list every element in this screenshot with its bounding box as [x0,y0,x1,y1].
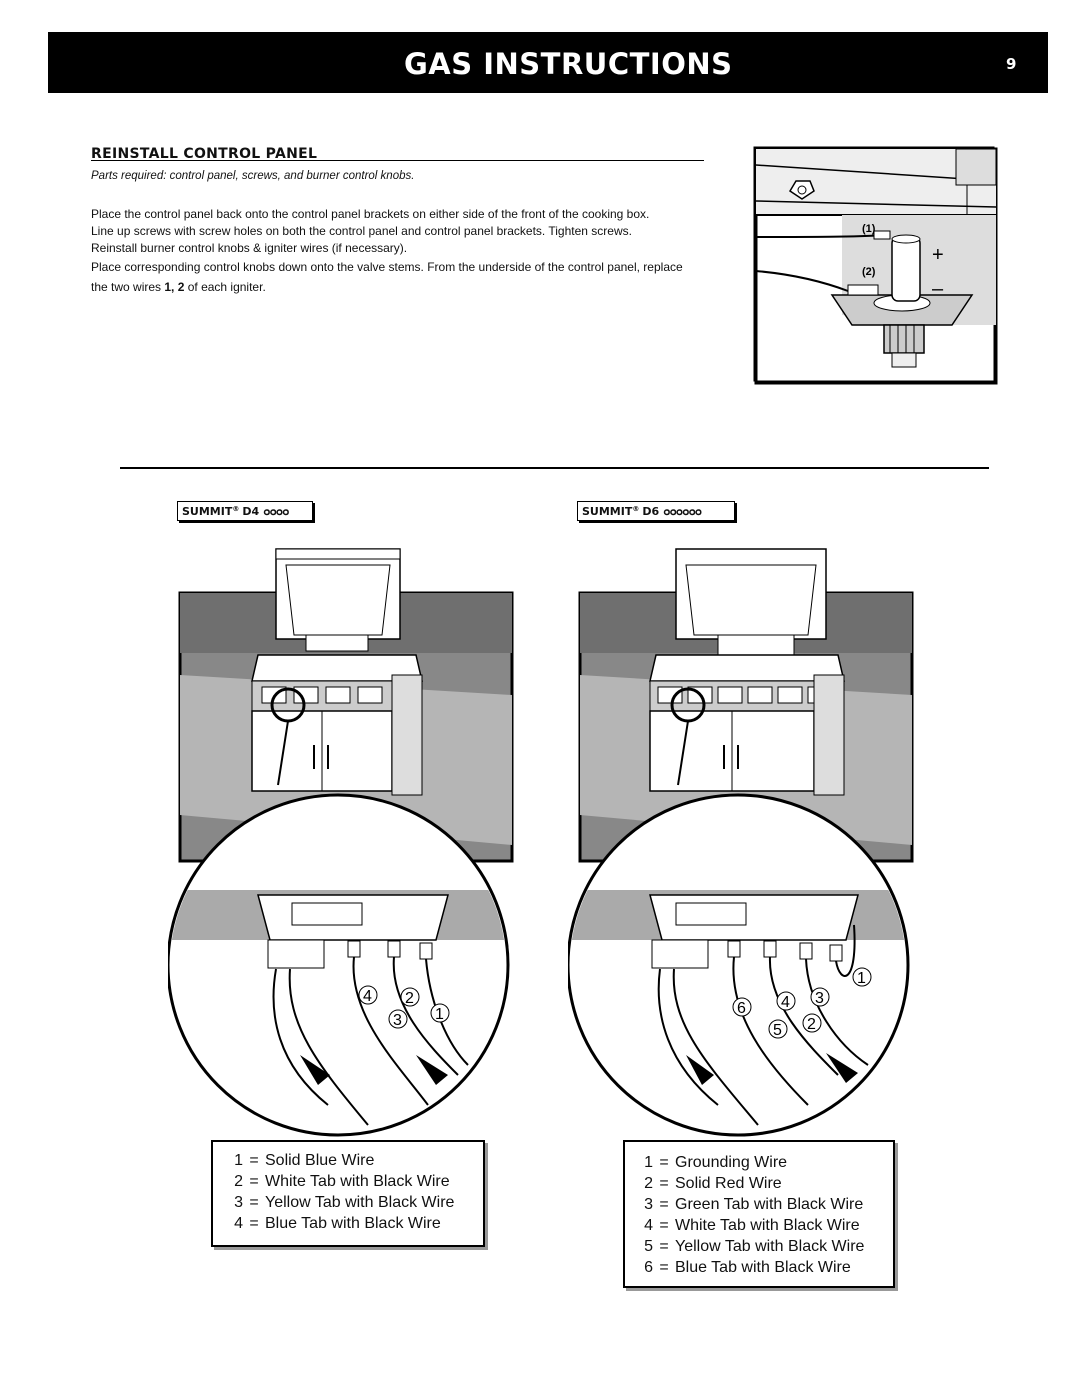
legend-text: Grounding Wire [675,1154,788,1171]
legend-text: White Tab with Black Wire [675,1217,860,1234]
legend-text: Yellow Tab with Black Wire [675,1238,865,1255]
instruction-paragraph: Reinstall burner control knobs & igniter… [91,241,408,255]
legend-text: Green Tab with Black Wire [675,1196,864,1213]
legend-item: 4=White Tab with Black Wire [644,1217,860,1234]
flame-icons: ๐๐๐๐๐๐ [663,504,702,518]
registered-mark: ® [232,505,240,513]
callout-4: 4 [781,994,790,1011]
legend-item: 2=White Tab with Black Wire [234,1173,450,1190]
flame-icons: ๐๐๐๐ [263,504,289,518]
callout-2: (2) [862,266,876,278]
section-divider [120,467,989,469]
legend-text: Solid Red Wire [675,1175,782,1192]
instructions-text: Place the control panel back onto the co… [91,206,691,297]
callout-6: 6 [737,1000,746,1017]
minus-sign: – [932,278,944,300]
grill-wiring-illustration-d6: 6 4 3 1 5 2 [568,548,914,1137]
callout-2: 2 [405,990,414,1007]
callout-1: 1 [857,970,866,987]
wire-legend-d6: 1=Grounding Wire 2=Solid Red Wire 3=Gree… [623,1140,895,1288]
callout-1: 1 [435,1006,444,1023]
registered-mark: ® [632,505,640,513]
igniter-detail-illustration: (1) (2) + – [753,146,998,385]
badge-brand: SUMMIT [582,505,633,518]
legend-item: 6=Blue Tab with Black Wire [644,1259,851,1276]
legend-item: 4=Blue Tab with Black Wire [234,1215,441,1232]
callout-2: 2 [807,1016,816,1033]
legend-text: White Tab with Black Wire [265,1173,450,1190]
section-heading: REINSTALL CONTROL PANEL [91,146,318,162]
instruction-tail: of each igniter. [184,280,266,294]
legend-item: 5=Yellow Tab with Black Wire [644,1238,865,1255]
badge-model: D6 [642,505,660,518]
instruction-paragraph: Place corresponding control knobs down o… [91,257,691,297]
badge-model: D4 [242,505,260,518]
page-number: 9 [1006,55,1017,73]
instruction-paragraph: Place the control panel back onto the co… [91,207,650,221]
wire-numbers: 1, 2 [164,280,185,294]
legend-item: 3=Green Tab with Black Wire [644,1196,864,1213]
grill-wiring-illustration-d4: 4 2 3 1 [168,548,514,1137]
wire-legend-d4: 1=Solid Blue Wire 2=White Tab with Black… [211,1140,485,1247]
legend-item: 3=Yellow Tab with Black Wire [234,1194,455,1211]
callout-4: 4 [363,988,372,1005]
legend-text: Yellow Tab with Black Wire [265,1194,455,1211]
callout-3: 3 [393,1012,402,1029]
badge-brand: SUMMIT [182,505,233,518]
callout-3: 3 [815,990,824,1007]
legend-text: Solid Blue Wire [265,1152,375,1169]
heading-rule [91,160,704,161]
plus-sign: + [932,244,944,266]
page-title: GAS INSTRUCTIONS [404,47,733,81]
legend-text: Blue Tab with Black Wire [265,1215,441,1232]
parts-required-line: Parts required: control panel, screws, a… [91,170,415,182]
legend-item: 2=Solid Red Wire [644,1175,782,1192]
instruction-text: Place corresponding control knobs down o… [91,260,683,294]
callout-5: 5 [773,1022,782,1039]
header-bar [48,32,1048,93]
legend-item: 1=Solid Blue Wire [234,1152,375,1169]
callout-1: (1) [862,223,876,235]
legend-item: 1=Grounding Wire [644,1154,788,1171]
legend-text: Blue Tab with Black Wire [675,1259,851,1276]
instruction-paragraph: Line up screws with screw holes on both … [91,224,632,238]
